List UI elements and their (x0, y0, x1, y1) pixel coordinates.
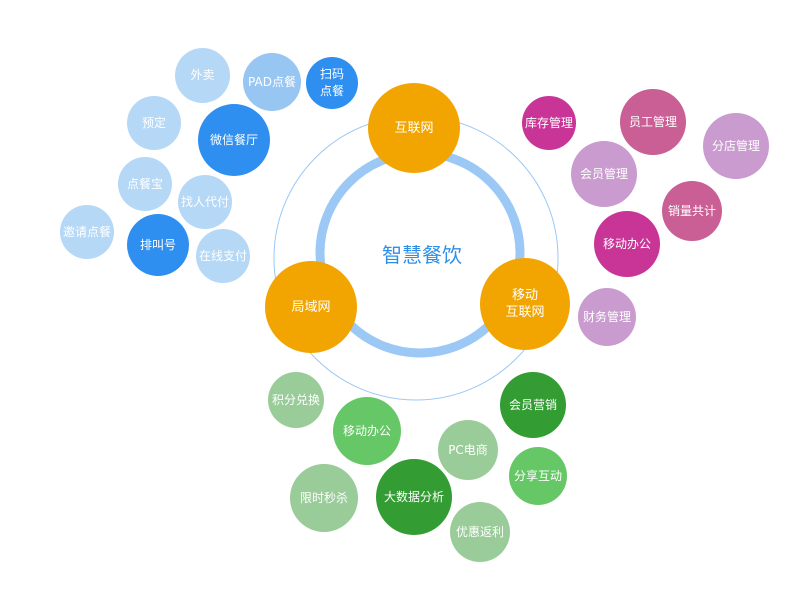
node-pc-ecommerce: PC电商 (438, 420, 498, 480)
node-wechat-restaurant: 微信餐厅 (198, 104, 270, 176)
node-discount-rebate: 优惠返利 (450, 502, 510, 562)
node-points-exchange: 积分兑换 (268, 372, 324, 428)
node-scan-order: 扫码 点餐 (306, 57, 358, 109)
hub-lan: 局域网 (265, 261, 357, 353)
node-online-pay: 在线支付 (196, 229, 250, 283)
node-mobile-office-g: 移动办公 (333, 397, 401, 465)
node-inventory: 库存管理 (522, 96, 576, 150)
node-branch: 分店管理 (703, 113, 769, 179)
node-member: 会员管理 (571, 141, 637, 207)
node-member-marketing: 会员营销 (500, 372, 566, 438)
node-staff: 员工管理 (620, 89, 686, 155)
node-flash-sale: 限时秒杀 (290, 464, 358, 532)
node-proxy-order: 找人代付 (178, 175, 232, 229)
node-mobile-office-m: 移动办公 (594, 211, 660, 277)
hub-mobile-internet: 移动 互联网 (480, 258, 570, 350)
node-big-data: 大数据分析 (376, 459, 452, 535)
node-queue-number: 排叫号 (127, 214, 189, 276)
node-takeout: 外卖 (175, 48, 230, 103)
node-finance: 财务管理 (578, 288, 636, 346)
node-invite-order: 邀请点餐 (60, 205, 114, 259)
node-reservation: 预定 (127, 96, 181, 150)
node-share-interact: 分享互动 (509, 447, 567, 505)
node-sales-total: 销量共计 (662, 181, 722, 241)
node-pad-order: PAD点餐 (243, 53, 301, 111)
hub-internet: 互联网 (368, 83, 460, 173)
center-title: 智慧餐饮 (382, 243, 462, 267)
node-diancanbao: 点餐宝 (118, 157, 172, 211)
